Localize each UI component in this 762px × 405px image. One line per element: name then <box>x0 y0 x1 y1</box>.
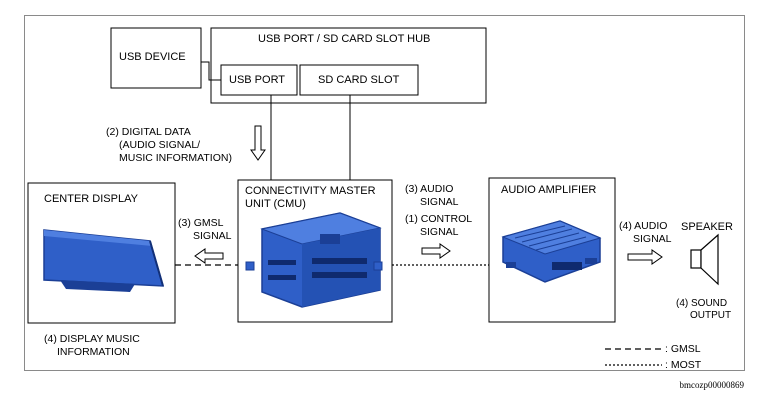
speaker-magnet <box>690 249 702 269</box>
audio-control-arrow <box>421 243 451 259</box>
hub-title: USB PORT / SD CARD SLOT HUB <box>258 33 431 45</box>
center-display-illustration <box>43 229 165 292</box>
sd-card-slot-label: SD CARD SLOT <box>318 74 400 86</box>
speaker-label: SPEAKER <box>681 221 733 233</box>
display-music-1: (4) DISPLAY MUSIC <box>44 333 140 345</box>
digital-data-sub1: (AUDIO SIGNAL/ <box>119 139 201 151</box>
control-signal-2: SIGNAL <box>420 226 459 238</box>
usb-port-label: USB PORT <box>229 74 286 86</box>
legend-gmsl-label: : GMSL <box>665 343 701 355</box>
display-music-2: INFORMATION <box>57 346 130 358</box>
image-code: bmcozp00000869 <box>679 380 745 390</box>
audio-signal-cmu-1: (3) AUDIO <box>405 183 454 195</box>
gmsl-signal-label-2: SIGNAL <box>193 230 232 242</box>
digital-data-arrow <box>250 125 266 161</box>
amplifier-illustration <box>501 220 602 283</box>
amp-speaker-arrow <box>627 249 663 265</box>
usb-device-connector <box>201 61 221 81</box>
legend-most-label: : MOST <box>665 359 702 371</box>
digital-data-label: (2) DIGITAL DATA <box>106 126 191 138</box>
cmu-illustration <box>245 212 383 308</box>
hub-box <box>210 27 487 104</box>
diagram-frame <box>24 15 745 371</box>
control-signal-1: (1) CONTROL <box>405 213 473 225</box>
sound-output-1: (4) SOUND <box>676 298 728 309</box>
cmu-label-line2: UNIT (CMU) <box>245 198 306 210</box>
audio-signal-cmu-2: SIGNAL <box>420 196 459 208</box>
sound-output-2: OUTPUT <box>690 310 732 321</box>
sd-card-slot-box <box>299 64 419 96</box>
audio-signal-amp-1: (4) AUDIO <box>619 220 668 232</box>
speaker-cone <box>700 233 719 286</box>
digital-data-sub2: MUSIC INFORMATION) <box>119 152 232 164</box>
usb-device-label: USB DEVICE <box>119 51 186 63</box>
audio-signal-amp-2: SIGNAL <box>633 233 672 245</box>
gmsl-signal-label-1: (3) GMSL <box>178 217 224 229</box>
cmu-label-line1: CONNECTIVITY MASTER <box>245 185 376 197</box>
audio-amplifier-label: AUDIO AMPLIFIER <box>501 184 597 196</box>
usb-device-box <box>110 27 202 89</box>
center-display-label: CENTER DISPLAY <box>44 193 138 205</box>
gmsl-arrow <box>194 248 224 264</box>
